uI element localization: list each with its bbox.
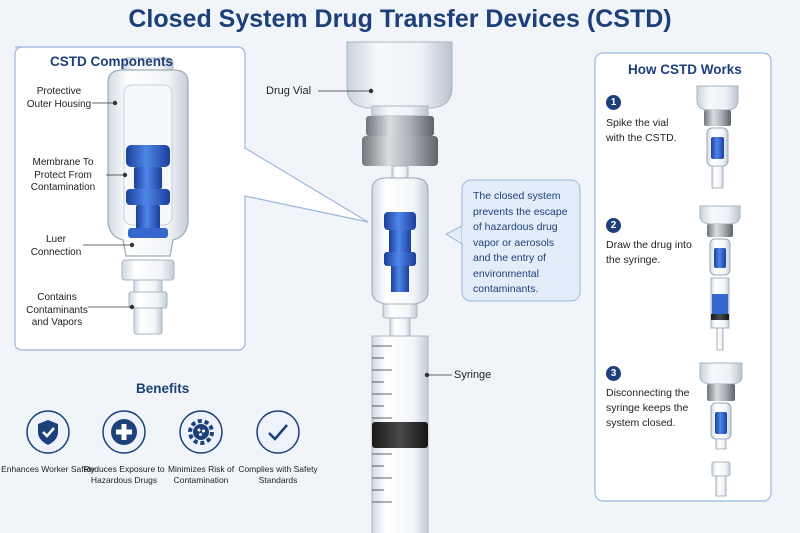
- medical-cross-icon: [102, 410, 146, 454]
- gear-icon: [179, 410, 223, 454]
- label-luer-connection: Luer Connection: [30, 234, 82, 258]
- components-panel: [14, 46, 369, 351]
- shield-check-icon: [26, 410, 70, 454]
- step-1-number: 1: [606, 95, 621, 110]
- component-leader-lines: [83, 100, 135, 310]
- step-3-text: Disconnecting the syringe keeps the syst…: [606, 387, 690, 429]
- components-title: CSTD Components: [50, 54, 173, 69]
- syringe-label: Syringe: [454, 369, 492, 381]
- benefit-label: Complies with Safety Standards: [238, 464, 318, 485]
- callout-pointer: [444, 225, 463, 245]
- center-leader-lines: [318, 88, 452, 378]
- drug-vial-label: Drug Vial: [266, 85, 312, 97]
- drug-vial-illustration: [346, 41, 453, 166]
- benefit-label: Enhances Worker Safety: [1, 464, 95, 474]
- label-protective-housing: Protective Outer Housing: [26, 86, 92, 110]
- how-it-works-title: How CSTD Works: [628, 62, 742, 77]
- step-1-text: Spike the vial with the CSTD.: [606, 117, 677, 144]
- step-2-number: 2: [606, 218, 621, 233]
- step-2-illustration: [699, 205, 741, 351]
- step-2-text: Draw the drug into the syringe.: [606, 239, 692, 266]
- checkmark-icon: [256, 410, 300, 454]
- benefit-label: Reduces Exposure to Hazardous Drugs: [83, 464, 165, 485]
- center-cstd-illustration: [371, 165, 429, 337]
- label-contains-contaminants: Contains Contaminants and Vapors: [26, 292, 88, 328]
- step-3-illustration: [699, 362, 743, 497]
- callout-text: The closed system prevents the escape of…: [473, 190, 568, 295]
- syringe-illustration: [371, 335, 429, 533]
- cstd-device-illustration: [107, 57, 189, 335]
- page-title: Closed System Drug Transfer Devices (CST…: [128, 5, 672, 33]
- label-membrane: Membrane To Protect From Contamination: [30, 157, 96, 193]
- step-1-illustration: [696, 85, 739, 189]
- step-3-number: 3: [606, 366, 621, 381]
- benefits-title: Benefits: [136, 381, 190, 396]
- benefit-label: Minimizes Risk of Contamination: [167, 464, 235, 485]
